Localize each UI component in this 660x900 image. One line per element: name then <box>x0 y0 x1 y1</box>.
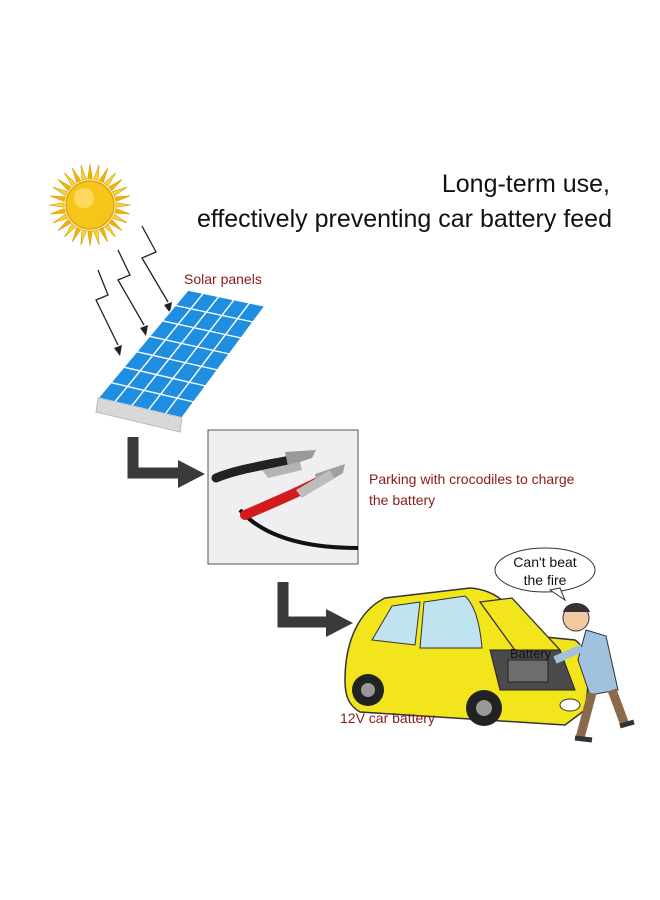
panel-grid-line <box>147 299 235 411</box>
speech-bubble-text: Can't beat the fire <box>495 553 595 589</box>
panel-grid-line <box>131 295 220 407</box>
panel-grid-line <box>123 366 206 387</box>
sun-ray <box>103 172 116 187</box>
panel-grid-line <box>114 292 204 403</box>
sun-ray <box>49 195 66 202</box>
battery-label: Battery <box>510 646 552 661</box>
sunlight-ray-icon <box>95 225 172 356</box>
panel-grid-line <box>162 320 242 339</box>
yellow-car-icon <box>344 587 589 726</box>
sun-ray <box>108 218 123 231</box>
sun-ray <box>98 226 109 243</box>
panel-grid-line <box>164 302 251 415</box>
sun-ray <box>71 226 82 243</box>
sun-ray <box>108 179 123 192</box>
speech-line-2: the fire <box>523 572 567 588</box>
sun-ray <box>57 179 72 192</box>
car-battery-label: 12V car battery <box>340 710 435 726</box>
title-line-1: Long-term use, <box>441 170 610 198</box>
sun-ray <box>87 163 93 180</box>
sun-ray <box>57 218 72 231</box>
sun-ray <box>114 208 131 215</box>
sun-ray <box>64 172 77 187</box>
solar-panel-icon <box>95 289 267 433</box>
title-line-2: effectively preventing car battery feed <box>196 205 612 233</box>
sun-ray <box>111 186 128 197</box>
sun-ray <box>64 223 77 238</box>
sun-icon <box>48 163 132 247</box>
black-clip-icon <box>211 450 316 483</box>
worried-man-icon <box>553 603 635 743</box>
sun-ray <box>49 208 66 215</box>
panel-grid-line <box>136 351 218 371</box>
parking-label-line-1: Parking with crocodiles to charge <box>369 471 575 487</box>
panel-grid-line <box>174 304 254 323</box>
speech-line-1: Can't beat <box>513 554 577 570</box>
sun-ray <box>71 167 82 184</box>
sun-ray <box>87 230 93 247</box>
sun-ray <box>114 195 131 202</box>
panel-grid-line <box>110 381 195 403</box>
sun-ray <box>98 167 109 184</box>
sun-ray <box>115 202 132 208</box>
sun-ray <box>48 202 65 208</box>
flow-arrow-icon <box>127 437 205 488</box>
crocodile-clips-photo <box>207 429 359 565</box>
sun-ray <box>93 164 100 181</box>
flow-arrow-icon <box>277 582 353 637</box>
sun-ray <box>80 164 87 181</box>
red-clip-icon <box>240 464 345 520</box>
panel-grid-line <box>149 335 230 355</box>
sun-ray <box>52 213 69 224</box>
sun-ray <box>103 223 116 238</box>
speech-bubble <box>494 547 596 602</box>
sun-ray <box>111 213 128 224</box>
sun-ray <box>93 229 100 246</box>
solar-panels-label: Solar panels <box>184 271 262 287</box>
sun-ray <box>52 186 69 197</box>
sun-ray <box>80 229 87 246</box>
parking-label-line-2: the battery <box>369 492 436 508</box>
